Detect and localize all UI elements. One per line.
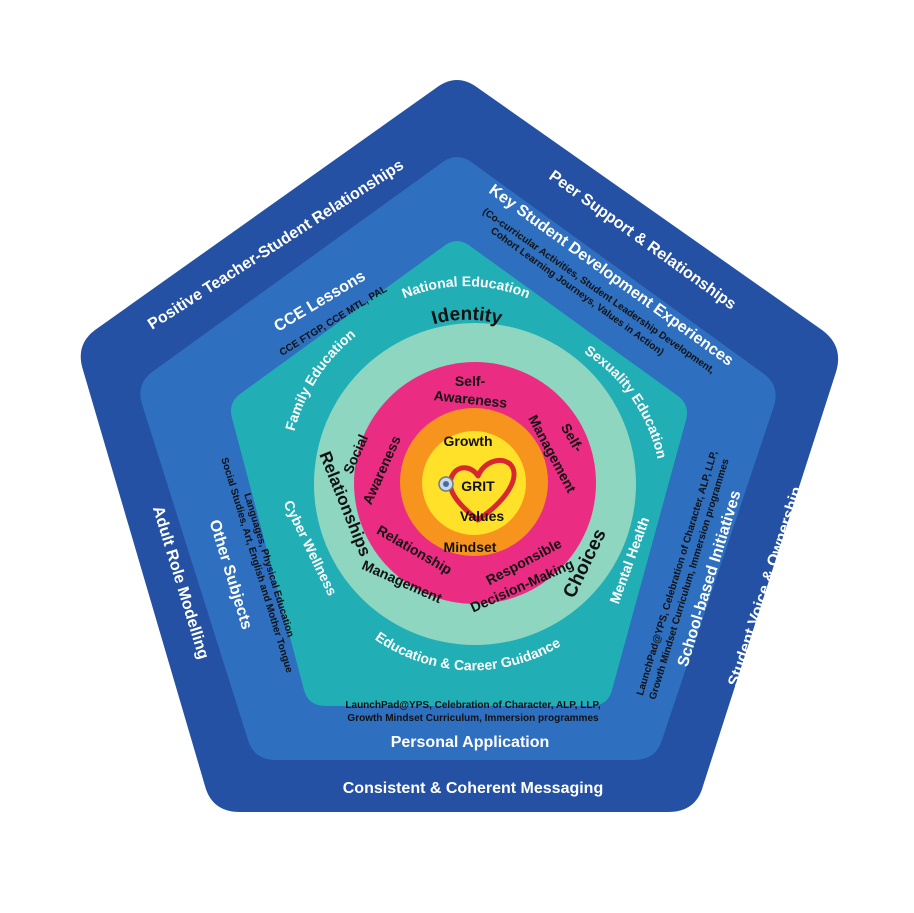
label-pa-sub1: LaunchPad@YPS, Celebration of Character,…	[345, 700, 600, 711]
label-growth: Growth	[444, 433, 493, 449]
label-values: Values	[460, 508, 505, 524]
label-self-awareness-2: Awareness	[433, 387, 508, 411]
yellow-core	[422, 431, 526, 535]
label-personal-application: Personal Application	[391, 734, 550, 751]
label-self-awareness-1: Self-	[455, 373, 486, 389]
label-mindset: Mindset	[444, 539, 497, 555]
label-grit: GRIT	[461, 478, 495, 494]
label-pa-sub2: Growth Mindset Curriculum, Immersion pro…	[347, 713, 599, 724]
crest-icon	[438, 476, 454, 492]
label-consistent-messaging: Consistent & Coherent Messaging	[343, 780, 603, 797]
